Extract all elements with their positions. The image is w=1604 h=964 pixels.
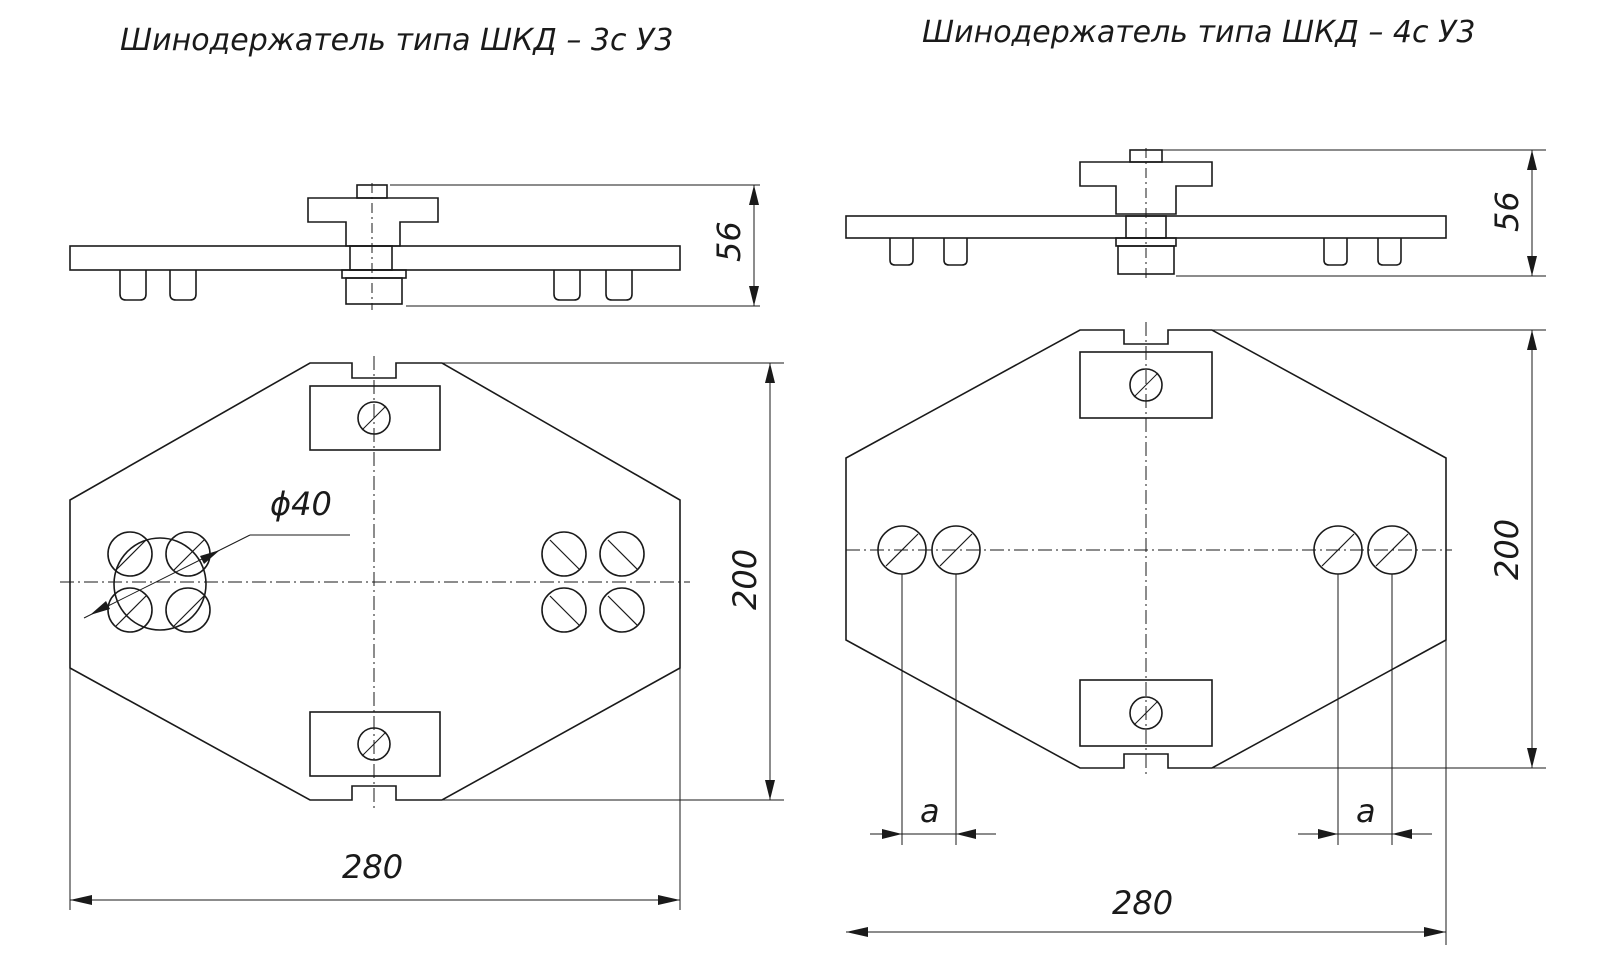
left-stud-2 [169, 270, 197, 301]
right-nut [1117, 245, 1175, 275]
right-spacing-dim-right: a [1356, 792, 1376, 830]
left-stud-1 [119, 270, 147, 301]
left-stud-4 [605, 270, 633, 301]
left-plan-view: ϕ40 200 280 [60, 356, 784, 910]
right-side-view: 56 [845, 148, 1546, 278]
left-depth-dim: 200 [726, 549, 764, 610]
right-depth-dim: 200 [1488, 519, 1526, 580]
right-view-title: Шинодержатель типа ШКД – 4с У3 [922, 15, 1475, 50]
left-stud-3 [553, 270, 581, 301]
right-width-dim: 280 [1112, 884, 1173, 922]
right-top-clamp [1079, 351, 1213, 419]
left-width-dim: 280 [342, 848, 403, 886]
right-bottom-clamp [1079, 679, 1213, 747]
right-stud-2 [943, 238, 968, 266]
left-nut [345, 277, 403, 305]
right-clamp-block [1079, 161, 1213, 215]
left-base-plate [69, 245, 681, 271]
right-plan-view: a a 200 280 [845, 322, 1546, 945]
left-top-clamp [309, 385, 441, 451]
right-height-dim: 56 [1488, 191, 1526, 232]
left-side-view: 56 [69, 183, 760, 310]
left-diameter-dim: ϕ40 [270, 485, 332, 523]
left-hole-group-1 [107, 531, 211, 633]
right-spacing-dim-left: a [920, 792, 940, 830]
left-bottom-clamp [309, 711, 441, 777]
left-height-dim: 56 [710, 221, 748, 262]
left-clamp-block [307, 197, 439, 247]
right-stud-1 [889, 238, 914, 266]
left-hole-group-2 [541, 531, 645, 633]
left-view-title: Шинодержатель типа ШКД – 3с У3 [120, 23, 673, 58]
right-stud-3 [1323, 238, 1348, 266]
right-stud-4 [1377, 238, 1402, 266]
diameter-40-circle [113, 537, 207, 631]
